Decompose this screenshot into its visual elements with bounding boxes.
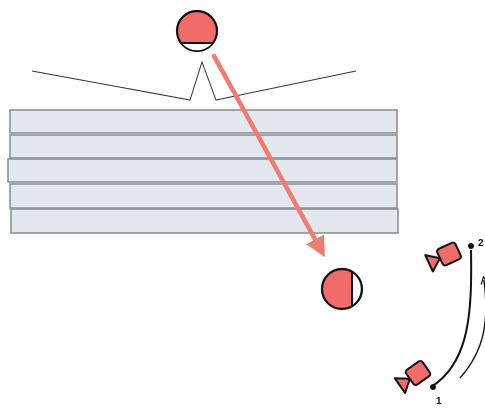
video-camera-icon [393,360,432,394]
slab-5 [10,208,399,234]
slab-4 [9,183,398,209]
video-camera-icon [424,241,462,273]
light-ray-arrow [211,53,325,258]
camera-path [430,243,485,390]
slab-stack [7,109,399,234]
slab-1 [9,109,398,134]
roof-outline [31,60,357,101]
path-end-label: 2 [478,238,484,249]
path-point-end [468,243,474,249]
slab-3 [7,158,398,183]
circle-half-filled-icon [320,267,364,311]
path-point-start [430,384,436,390]
circle-half-filled-icon [175,9,219,53]
slab-2 [9,134,398,159]
path-start-label: 1 [436,396,442,407]
